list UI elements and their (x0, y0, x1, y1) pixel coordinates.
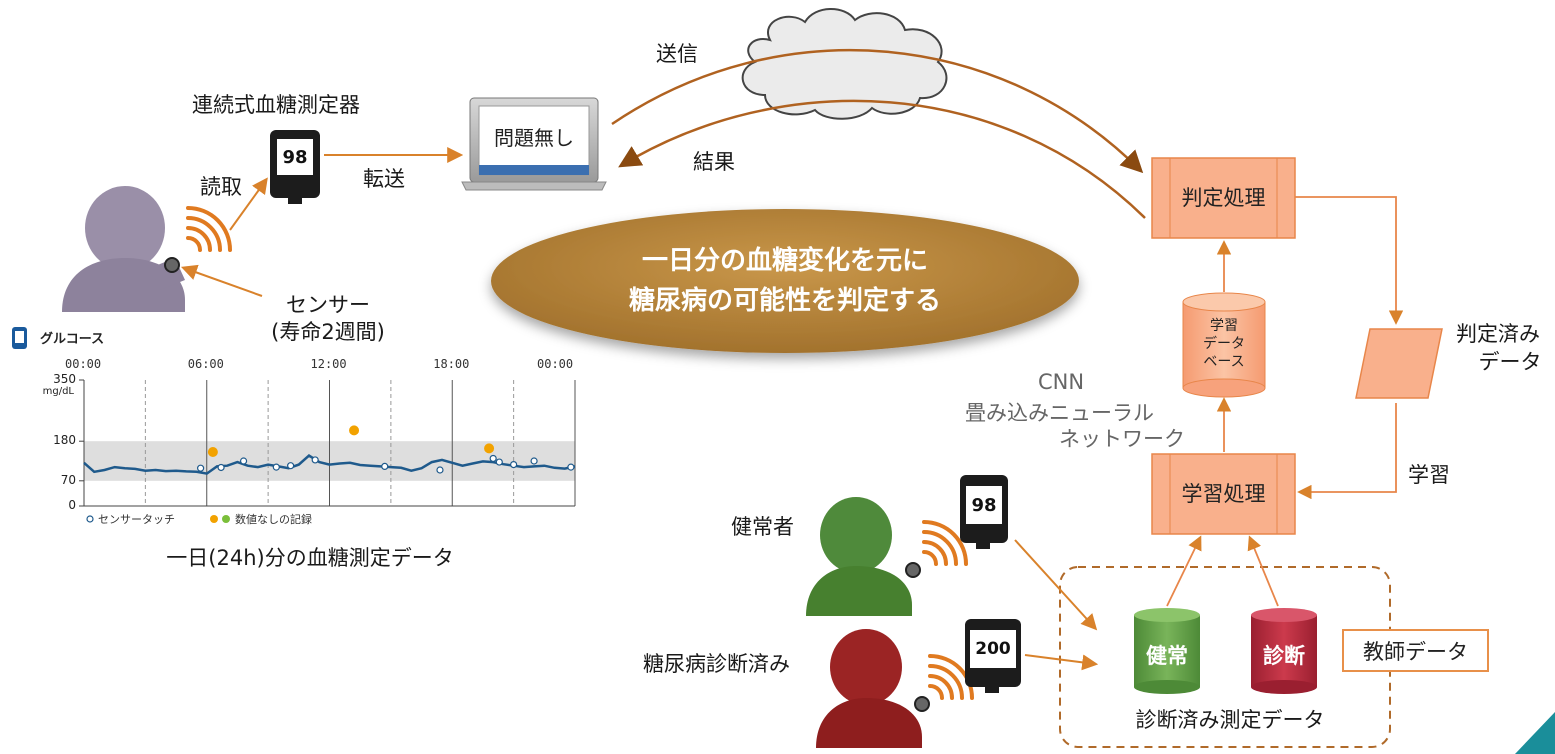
cgm-reading: 98 (277, 139, 313, 175)
x-tick-label: 18:00 (433, 357, 470, 371)
y-tick-label: 180 (53, 433, 76, 448)
measured-data-label: 診断済み測定データ (1135, 708, 1325, 732)
x-tick-label: 00:00 (65, 357, 102, 371)
legend-sensor-label: センサータッチ (98, 513, 175, 526)
judge-to-judged-arrow (1295, 196, 1404, 325)
no-value-record-point (484, 443, 495, 454)
diagnosed-cylinder-label: 診断 (1263, 644, 1305, 668)
learn-box (1151, 453, 1296, 535)
judged-data-line-1: 判定済み (1456, 322, 1540, 346)
no-value-record-point (207, 447, 218, 457)
learn-label: 学習 (1408, 463, 1450, 487)
laptop-text: 問題無し (494, 126, 574, 150)
ellipse-line-1: 一日分の血糖変化を元に (641, 246, 928, 276)
healthy-person-icon (806, 497, 921, 616)
sensor-touch-point (239, 457, 248, 465)
glucose-chart (79, 379, 576, 523)
db-line-3: ベース (1203, 354, 1245, 370)
healthy-cylinder-label: 健常 (1146, 644, 1188, 668)
diabetic-person-icon (816, 629, 930, 748)
healthy-cylinder (1134, 608, 1200, 694)
chart-caption: 一日(24h)分の血糖測定データ (166, 546, 454, 570)
healthy-signal-icon (922, 520, 968, 566)
x-tick-label: 06:00 (187, 357, 224, 371)
user-person-icon (62, 186, 185, 312)
read-label: 読取 (200, 175, 242, 199)
sensor-touch-point (287, 462, 295, 470)
sensor-touch-point (217, 463, 225, 472)
phone-icon (12, 327, 27, 349)
cnn-line-2: 畳み込みニューラル (965, 401, 1154, 425)
diabetic-data-arrow (1024, 654, 1099, 671)
cnn-line-1: CNN (1038, 370, 1085, 394)
sensor-touch-point (489, 454, 497, 463)
y-tick-label: 350 (53, 372, 76, 386)
diag-to-learn-arrow (1247, 535, 1279, 607)
db-line-1: 学習 (1210, 318, 1238, 334)
y-tick-label: 70 (60, 472, 76, 487)
legend-no-value-marker-2 (222, 515, 230, 523)
teacher-data-label: 教師データ (1342, 629, 1489, 672)
db-line-2: データ (1203, 336, 1245, 352)
judged-to-learn-arrow (1297, 403, 1397, 500)
sensor-touch-point (530, 457, 538, 465)
send-arrow (611, 48, 1144, 174)
cnn-line-3: ネットワーク (1059, 427, 1185, 451)
x-tick-label: 12:00 (310, 357, 347, 371)
judge-box (1151, 157, 1296, 239)
sensor-touch-point (381, 462, 389, 470)
y-tick-label: 0 (68, 498, 76, 512)
chart-title: グルコース (40, 332, 105, 347)
x-tick-label: 00:00 (537, 357, 574, 371)
diabetic-person-label: 糖尿病診断済み (643, 652, 790, 676)
sensor-touch-point (311, 456, 319, 464)
diagnosed-cylinder (1251, 608, 1317, 694)
cgm-label: 連続式血糖測定器 (192, 93, 360, 117)
legend-no-value-label: 数値なしの記録 (235, 513, 312, 526)
signal-icon (186, 206, 232, 252)
send-label: 送信 (656, 42, 698, 66)
glucose-series-line (83, 454, 576, 475)
sensor-touch-point (272, 463, 280, 471)
laptop-icon (461, 97, 607, 191)
sensor-label: センサー (286, 293, 370, 317)
diabetic-reading: 200 (970, 630, 1016, 668)
judged-data-line-2: データ (1478, 350, 1542, 374)
summary-ellipse (491, 209, 1079, 353)
learn-box-label: 学習処理 (1181, 482, 1266, 506)
transfer-label: 転送 (363, 167, 405, 191)
sensor-arrow (180, 264, 263, 297)
judged-data-shape (1355, 328, 1443, 399)
healthy-reading: 98 (966, 486, 1002, 524)
sensor-touch-point (567, 463, 575, 471)
diabetic-signal-icon (928, 654, 974, 700)
ellipse-line-2: 糖尿病の可能性を判定する (628, 286, 941, 316)
sensor-life: (寿命2週間) (271, 320, 385, 344)
legend-sensor-marker (86, 515, 94, 523)
healthy-to-learn-arrow (1166, 535, 1202, 607)
judge-box-label: 判定処理 (1181, 186, 1266, 210)
cloud-icon (741, 8, 948, 120)
read-arrow (229, 177, 268, 231)
sensor-touch-point (510, 461, 518, 469)
no-value-record-point (349, 425, 360, 436)
result-arrow (618, 99, 1146, 219)
result-label: 結果 (693, 150, 735, 174)
healthy-person-label: 健常者 (731, 515, 794, 539)
legend-no-value-marker (210, 515, 218, 523)
sensor-touch-point (436, 466, 444, 474)
learning-db-cylinder (1182, 292, 1266, 398)
healthy-data-arrow (1014, 539, 1098, 631)
corner-accent (1515, 712, 1555, 754)
sensor-touch-point (197, 464, 205, 472)
y-unit-label: mg/dL (42, 386, 74, 397)
sensor-touch-point (495, 458, 503, 466)
